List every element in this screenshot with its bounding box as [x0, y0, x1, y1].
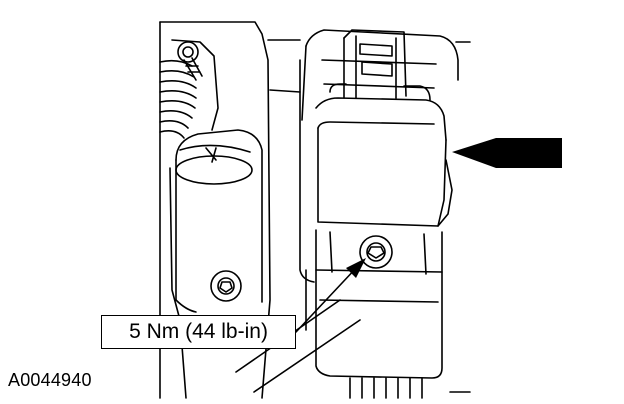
- stud-bolt: [177, 41, 203, 81]
- mounting-bolt: [359, 235, 393, 269]
- spring-coil: [159, 59, 197, 139]
- mounting-bolt-lower: [210, 270, 242, 302]
- leader-arrowhead: [346, 258, 366, 278]
- module-lower-body: [305, 229, 443, 399]
- torque-callout: 5 Nm (44 lb-in): [101, 315, 296, 349]
- torque-callout-text: 5 Nm (44 lb-in): [129, 320, 268, 343]
- connector-clip: [329, 29, 431, 101]
- figure-id: A0044940: [8, 370, 92, 390]
- view-arrow: [452, 138, 562, 168]
- cylinder-component: [169, 129, 263, 399]
- module-housing: [299, 29, 459, 283]
- callout-leader: [295, 265, 359, 333]
